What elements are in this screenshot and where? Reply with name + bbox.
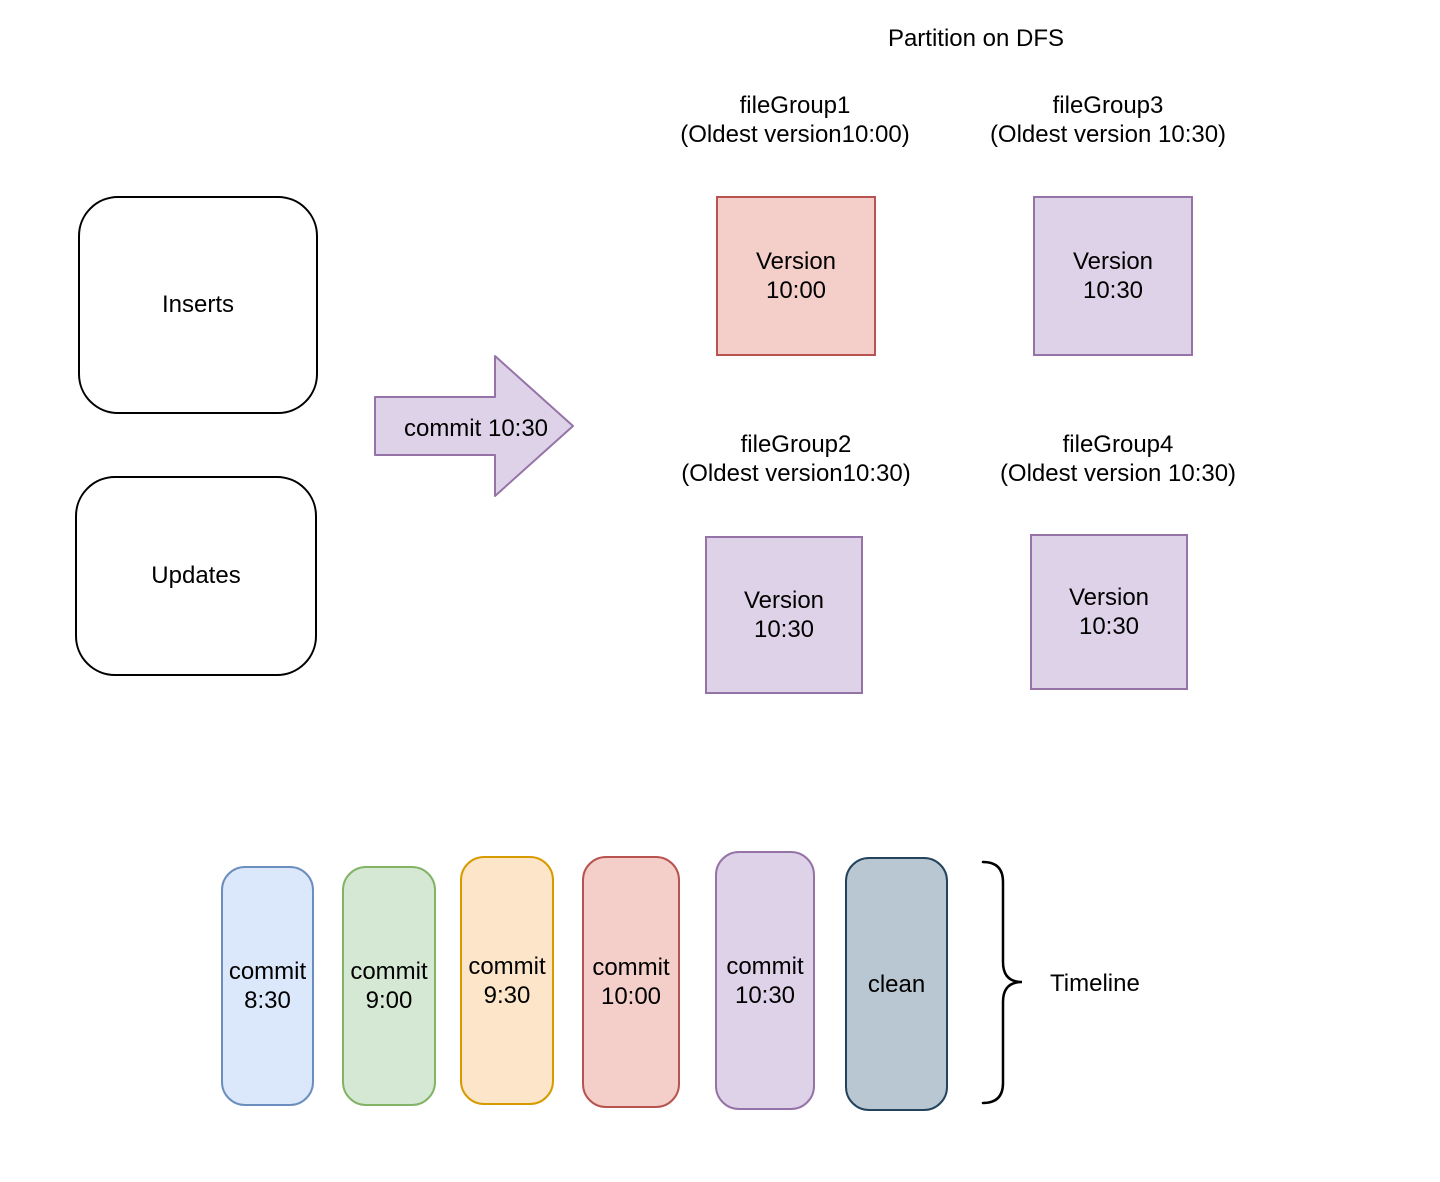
timeline-commit-930: commit 9:30: [460, 856, 554, 1105]
updates-box: Updates: [75, 476, 317, 676]
filegroup3-version-box: Version 10:30: [1033, 196, 1193, 356]
version-text-line2: 10:30: [1078, 613, 1140, 640]
filegroup2-label: fileGroup2 (Oldest version10:30): [646, 430, 946, 488]
version-text-line1: Version: [755, 248, 837, 275]
filegroup4-name: fileGroup4: [1062, 431, 1174, 458]
filegroup3-label: fileGroup3 (Oldest version 10:30): [958, 91, 1258, 149]
version-text-line2: 10:00: [765, 277, 827, 304]
timeline-commit-1030: commit 10:30: [715, 851, 815, 1110]
filegroup4-version-box: Version 10:30: [1030, 534, 1188, 690]
updates-label: Updates: [151, 562, 241, 589]
filegroup1-subtitle: (Oldest version10:00): [680, 121, 910, 148]
pill-text-line2: 10:30: [734, 981, 796, 1009]
commit-arrow-shape: [374, 355, 574, 497]
version-text-line1: Version: [1072, 248, 1154, 275]
commit-arrow: [374, 355, 574, 497]
pill-text-line2: 8:30: [244, 987, 291, 1014]
filegroup2-version-box: Version 10:30: [705, 536, 863, 694]
pill-text-line1: commit: [468, 952, 546, 980]
pill-text-line1: commit: [592, 954, 670, 981]
timeline-label: Timeline: [1050, 970, 1140, 997]
filegroup2-name: fileGroup2: [740, 431, 852, 458]
timeline-commit-830: commit 8:30: [221, 866, 314, 1106]
filegroup3-name: fileGroup3: [1052, 92, 1164, 119]
version-text-line1: Version: [1068, 584, 1150, 611]
timeline-brace: [981, 860, 1023, 1105]
filegroup4-label: fileGroup4 (Oldest version 10:30): [968, 430, 1268, 488]
filegroup3-subtitle: (Oldest version 10:30): [989, 121, 1227, 148]
timeline-commit-900: commit 9:00: [342, 866, 436, 1106]
filegroup1-label: fileGroup1 (Oldest version10:00): [645, 91, 945, 149]
version-text-line2: 10:30: [1082, 277, 1144, 304]
pill-text-line1: commit: [726, 952, 804, 980]
timeline-clean: clean: [845, 857, 948, 1111]
pill-text-line1: commit: [350, 958, 428, 985]
timeline-commit-1000: commit 10:00: [582, 856, 680, 1108]
pill-text-line1: commit: [228, 958, 307, 985]
pill-text-line2: 9:00: [365, 987, 413, 1014]
filegroup2-subtitle: (Oldest version10:30): [681, 460, 911, 487]
version-text-line1: Version: [743, 587, 825, 614]
pill-text-line2: 10:00: [600, 983, 662, 1010]
commit-arrow-label: commit 10:30: [403, 415, 549, 442]
diagram-title: Partition on DFS: [887, 25, 1065, 52]
filegroup4-subtitle: (Oldest version 10:30): [999, 460, 1237, 487]
pill-text-line1: clean: [867, 970, 926, 998]
inserts-box: Inserts: [78, 196, 318, 414]
filegroup1-name: fileGroup1: [739, 92, 851, 119]
inserts-label: Inserts: [161, 291, 235, 318]
timeline-brace-path: [981, 860, 1023, 1105]
version-text-line2: 10:30: [753, 616, 815, 643]
pill-text-line2: 9:30: [483, 981, 531, 1009]
filegroup1-version-box: Version 10:00: [716, 196, 876, 356]
